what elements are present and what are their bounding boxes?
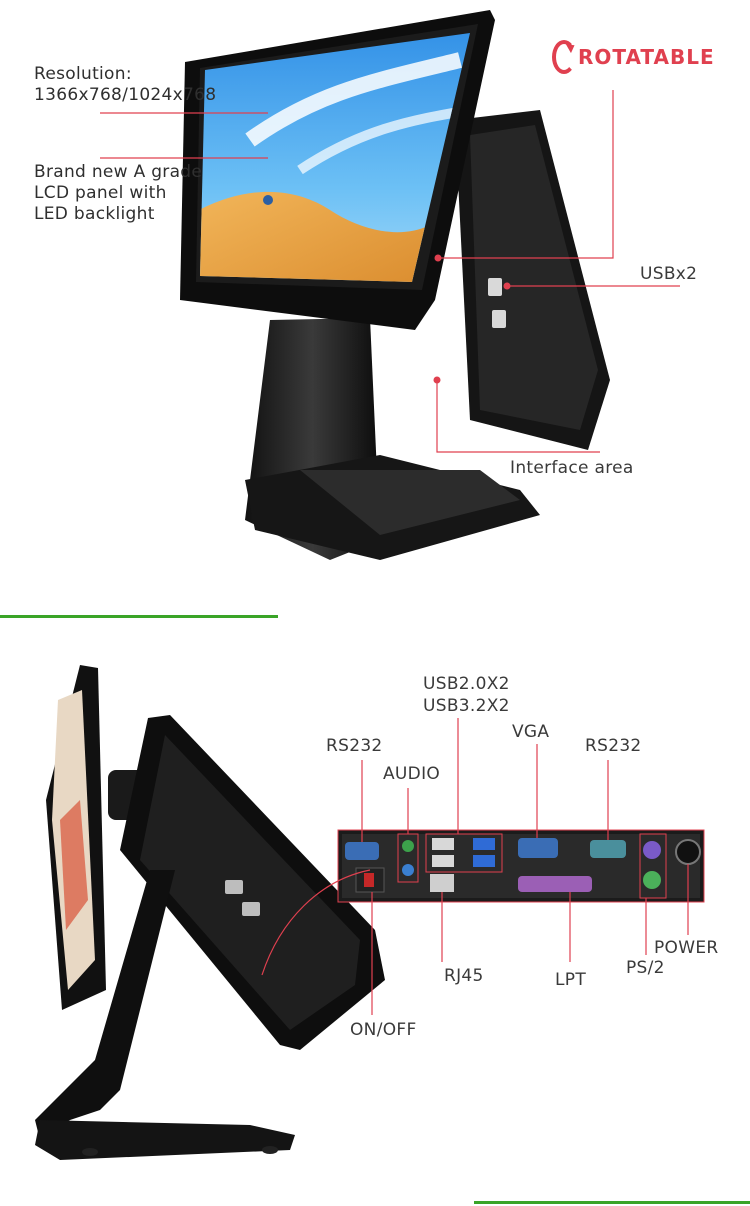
ps2-label: PS/2 (626, 958, 665, 978)
usb20-label: USB2.0X2 (423, 674, 510, 694)
interface-area-label: Interface area (510, 458, 634, 478)
section-divider-bottom (474, 1201, 750, 1204)
power-label: POWER (654, 938, 719, 958)
resolution-title: Resolution: (34, 64, 132, 84)
audio-label: AUDIO (383, 764, 441, 784)
rs232-left-label: RS232 (326, 736, 383, 756)
panel-label: Brand new A grade LCD panel with LED bac… (34, 162, 202, 225)
vga-label: VGA (512, 722, 550, 742)
rj45-label: RJ45 (444, 966, 484, 986)
panel-line-2: LCD panel with (34, 183, 167, 203)
rotatable-badge: ROTATABLE (552, 40, 715, 74)
resolution-label: Resolution: 1366x768/1024x768 (34, 64, 216, 106)
usb-side-label: USBx2 (640, 264, 698, 284)
pos-terminal-front-illustration (100, 10, 680, 560)
rs232-right-label: RS232 (585, 736, 642, 756)
panel-line-3: LED backlight (34, 204, 155, 224)
rotatable-text: ROTATABLE (578, 45, 715, 69)
usb32-label: USB3.2X2 (423, 696, 510, 716)
rotate-icon (552, 40, 576, 74)
resolution-value: 1366x768/1024x768 (34, 85, 217, 105)
lpt-label: LPT (555, 970, 587, 990)
panel-line-1: Brand new A grade (34, 162, 203, 182)
section-divider-top (0, 615, 278, 618)
onoff-label: ON/OFF (350, 1020, 417, 1040)
